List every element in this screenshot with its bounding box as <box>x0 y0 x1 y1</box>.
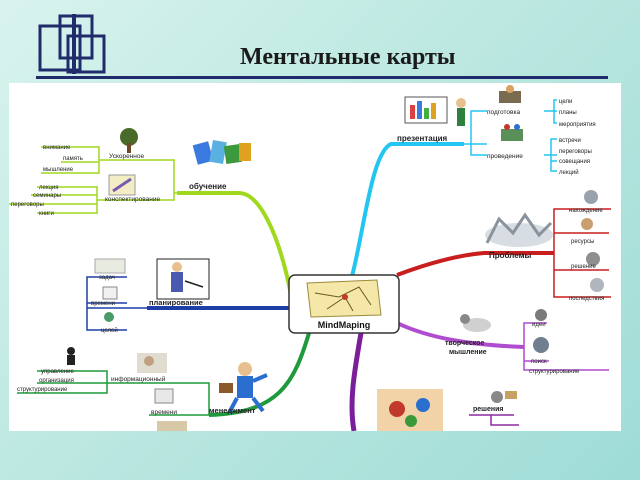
leaf-solution: решение <box>571 264 596 270</box>
branch-planning-label: планирование <box>149 298 203 307</box>
leaf-negotiations: переговоры <box>559 149 592 155</box>
title-rule <box>36 76 608 79</box>
problems-sub-lines <box>553 208 611 298</box>
learning-sub-accelerated-label: Ускоренное <box>109 153 145 160</box>
leaf-ideas: идеи <box>532 322 546 328</box>
decisions-illustration <box>377 389 443 431</box>
presentation-sub-preparation: подготовка <box>487 109 520 116</box>
leaf-finding: нахождение <box>569 208 603 214</box>
leaf-conferences: совещания <box>559 159 590 165</box>
presentation-sub-conducting: проведение <box>487 153 523 160</box>
leaf-resources: ресурсы <box>571 239 594 245</box>
person-icon <box>67 347 75 365</box>
management-sub-time: времени <box>151 409 177 416</box>
slide-title: Ментальные карты <box>240 44 456 70</box>
leaf-attention: внимание <box>43 145 71 151</box>
thinking-icons <box>533 309 549 353</box>
leaf-meetings: встречи <box>559 138 581 144</box>
problems-illustration <box>485 212 553 247</box>
branch-management-label: менеджмент <box>209 406 256 415</box>
leaf-plans: планы <box>559 110 577 116</box>
planning-sub-lines <box>86 276 147 331</box>
branch-learning-label: обучение <box>189 182 227 191</box>
branch-thinking-label-2: мышление <box>449 349 487 356</box>
branch-decisions-label: решения <box>473 406 504 413</box>
management-illustration <box>219 362 268 414</box>
branch-thinking-line <box>396 321 525 349</box>
leaf-lectures-p: лекций <box>559 169 579 176</box>
meeting-icon <box>501 124 523 141</box>
leaf-goals-pl: целей <box>101 327 118 334</box>
info-icon <box>137 353 167 373</box>
logo <box>38 12 110 78</box>
problem-icons <box>581 190 604 292</box>
presentation-illustration <box>404 96 466 126</box>
center-node[interactable]: MindMaping <box>288 274 400 334</box>
branch-decisions-line <box>349 332 364 431</box>
tree-icon <box>120 128 138 153</box>
leaf-time: времени <box>91 301 115 307</box>
leaf-management-ctrl: управление <box>41 369 74 375</box>
management-sub-lines <box>17 370 210 416</box>
management-sub-info: информационный <box>111 375 166 383</box>
learning-sub-notes-label: конспектирование <box>105 196 160 203</box>
branch-presentation-line <box>349 142 464 281</box>
leaf-structuring-t: структурирование <box>529 369 580 375</box>
leaf-negotiations-l: переговоры <box>11 202 44 208</box>
branch-problems-label: Проблемы <box>489 251 532 260</box>
leaf-organization: организация <box>39 378 74 384</box>
leaf-seminars: семинары <box>33 193 61 199</box>
leaf-books: книги <box>39 211 54 217</box>
leaf-search: поиск <box>531 359 547 365</box>
branch-thinking-label-1: творческое <box>445 340 484 347</box>
branch-learning-line <box>177 191 293 296</box>
hand-icon <box>157 421 187 431</box>
leaf-tasks: задач <box>99 275 115 281</box>
decisions-sub-lines <box>469 414 519 426</box>
learning-sub-lines <box>9 146 177 214</box>
branch-problems-line <box>396 251 554 277</box>
leaf-memory: память <box>63 156 83 162</box>
leaf-thinking: мышление <box>43 167 74 173</box>
planning-illustration <box>156 258 210 300</box>
leaf-structuring-m: структурирование <box>17 387 68 393</box>
planning-icons <box>94 258 126 322</box>
leaf-consequences: последствия <box>569 296 604 302</box>
learning-illustration <box>192 139 251 165</box>
leaf-events: мероприятия <box>559 122 596 128</box>
preparation-icon <box>499 85 521 103</box>
time-icon <box>154 388 174 404</box>
note-icon <box>108 174 136 196</box>
branch-presentation-label: презентация <box>397 134 448 143</box>
leaf-lecture: лекция <box>39 185 59 191</box>
thinking-sub-lines <box>523 322 609 371</box>
leaf-goals: цели <box>559 99 572 105</box>
presentation-sub-lines <box>464 99 557 172</box>
mind-map-canvas: MindMaping презентация подготовка провед… <box>9 83 621 431</box>
center-label: MindMaping <box>318 320 371 330</box>
thinking-illustration <box>460 314 491 332</box>
map-paper-icon <box>306 279 382 318</box>
decisions-icon <box>491 391 517 403</box>
